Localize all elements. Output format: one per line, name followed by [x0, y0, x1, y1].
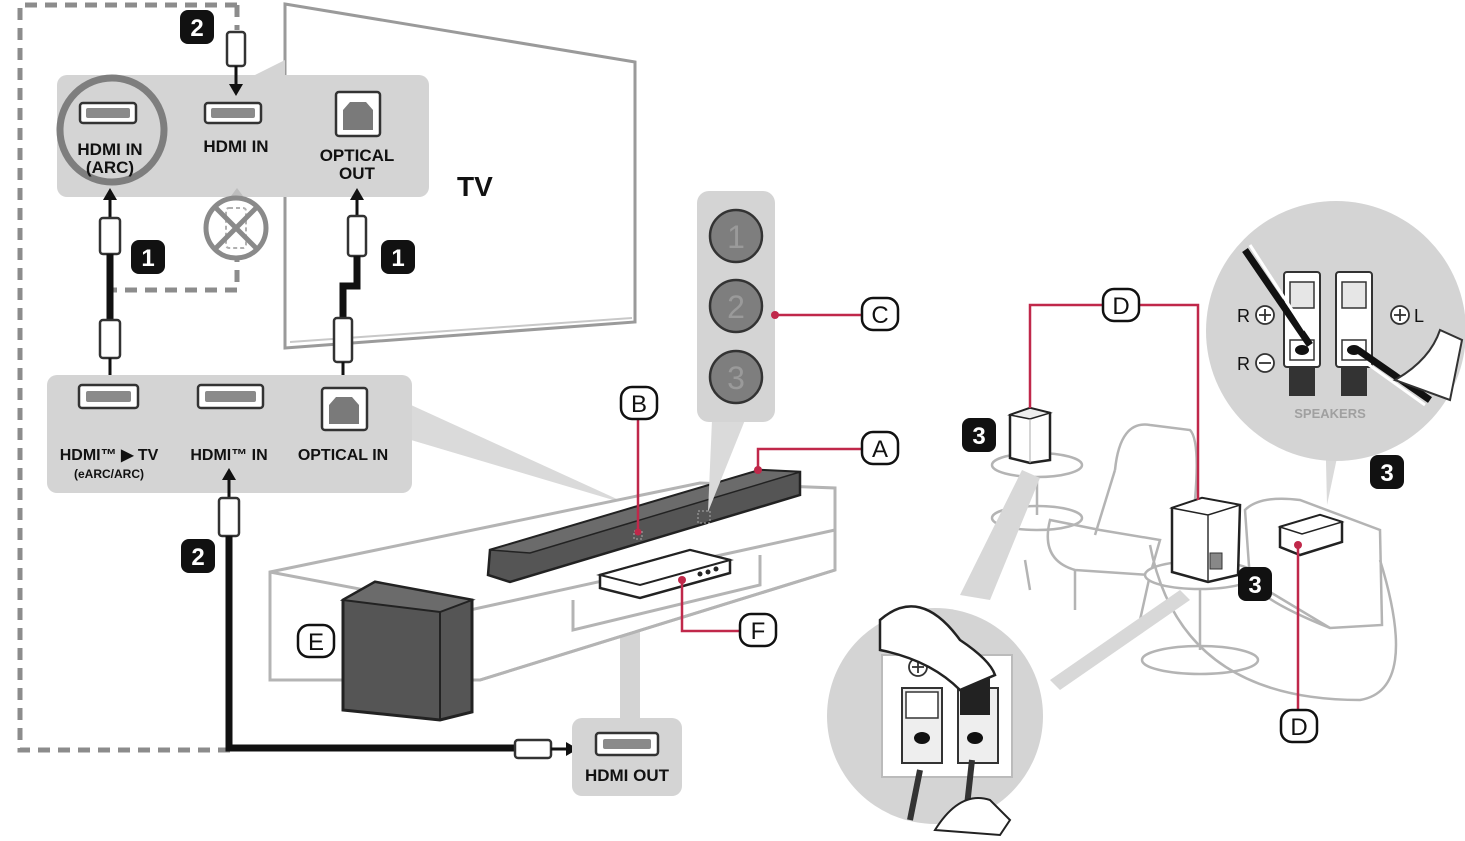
rear-speaker-right — [1169, 496, 1242, 584]
button-1-label: 1 — [727, 219, 745, 255]
callout-c: C — [860, 296, 900, 332]
hdmi-port-icon — [594, 731, 660, 757]
hdmi-port-icon — [203, 101, 263, 125]
tv-title: TV — [457, 171, 493, 202]
rear-panel-zoom: R R L SPEAKERS — [1206, 201, 1465, 505]
svg-text:F: F — [751, 618, 766, 645]
step-badge-icon: 2 — [181, 539, 215, 573]
svg-text:C: C — [871, 302, 888, 329]
callout-lines-left — [636, 313, 862, 633]
arc-highlight-ring — [56, 74, 168, 186]
svg-text:3: 3 — [1380, 460, 1393, 487]
callout-d-top: D — [1101, 287, 1141, 323]
button-panel: 1 2 3 — [697, 191, 775, 512]
hdmi-cable-top — [225, 30, 247, 96]
callout-b: B — [619, 385, 659, 421]
soundbar-port-optical-in: OPTICAL IN — [298, 447, 388, 464]
optical-port-icon — [320, 386, 369, 432]
source-port-hdmi-out: HDMI OUT — [585, 766, 670, 785]
tv-port-optical-line1: OPTICAL — [320, 146, 395, 165]
tv-port-hdmi-arc-line1: HDMI IN — [77, 140, 142, 159]
hdmi-port-icon — [77, 383, 140, 410]
plus-icon — [1390, 305, 1410, 325]
svg-text:D: D — [1112, 293, 1129, 320]
step-badge-icon: 3 — [1370, 455, 1404, 489]
callout-a: A — [860, 430, 900, 466]
svg-text:2: 2 — [191, 544, 204, 571]
button-3-label: 3 — [727, 360, 745, 396]
svg-text:3: 3 — [972, 423, 985, 450]
step-badge-icon: 1 — [381, 240, 415, 274]
tv-port-optical-line2: OUT — [339, 164, 376, 183]
soundbar-port-hdmi-tv: HDMI™ ▶ TV — [60, 447, 159, 464]
rear-l-plus-label: L — [1414, 306, 1424, 326]
svg-text:1: 1 — [391, 245, 404, 272]
tv-port-panel: HDMI IN (ARC) HDMI IN OPTICAL OUT — [56, 60, 429, 197]
svg-text:A: A — [872, 436, 888, 463]
optical-port-icon — [334, 90, 382, 138]
armchair — [1023, 423, 1198, 621]
soundbar-port-panel: HDMI™ ▶ TV (eARC/ARC) HDMI™ IN OPTICAL I… — [47, 375, 630, 505]
wireless-receiver — [1277, 513, 1345, 557]
soundbar-port-hdmi-tv-sub: (eARC/ARC) — [74, 467, 144, 481]
hdmi-arc-cable — [98, 188, 122, 388]
callout-d-bottom: D — [1279, 708, 1319, 744]
svg-text:D: D — [1290, 714, 1307, 741]
svg-text:1: 1 — [141, 245, 154, 272]
tv-port-hdmi-arc-line2: (ARC) — [86, 158, 134, 177]
plus-icon — [1255, 305, 1275, 325]
rear-speakers-label: SPEAKERS — [1294, 406, 1366, 421]
callout-f: F — [738, 612, 778, 648]
svg-text:B: B — [631, 391, 647, 418]
svg-text:E: E — [308, 629, 324, 656]
rear-r-minus-label: R — [1237, 354, 1250, 374]
hdmi-port-icon — [78, 101, 138, 125]
tv-port-hdmi-in: HDMI IN — [203, 137, 268, 156]
step-badge-icon: 1 — [131, 240, 165, 274]
step-badge-icon: 3 — [962, 418, 996, 452]
step-badge-icon: 3 — [1238, 567, 1272, 601]
optical-cable — [332, 188, 368, 390]
rear-speaker-left — [1007, 406, 1053, 465]
callout-e: E — [296, 623, 336, 659]
soundbar-port-hdmi-in: HDMI™ IN — [190, 447, 267, 464]
hdmi-port-icon — [196, 383, 265, 410]
button-2-label: 2 — [727, 289, 745, 325]
minus-icon — [1255, 353, 1275, 373]
rear-r-plus-label: R — [1237, 306, 1250, 326]
svg-text:3: 3 — [1248, 572, 1261, 599]
terminal-zoom — [827, 470, 1190, 837]
prohibited-icon — [203, 188, 269, 261]
source-hdmi-out-panel: HDMI OUT — [572, 595, 682, 796]
callout-lines-right — [1028, 303, 1300, 710]
source-device — [596, 548, 734, 600]
svg-text:2: 2 — [190, 15, 203, 42]
step-badge-icon: 2 — [180, 10, 214, 44]
hdmi-source-cable — [217, 468, 578, 760]
subwoofer — [339, 580, 476, 722]
